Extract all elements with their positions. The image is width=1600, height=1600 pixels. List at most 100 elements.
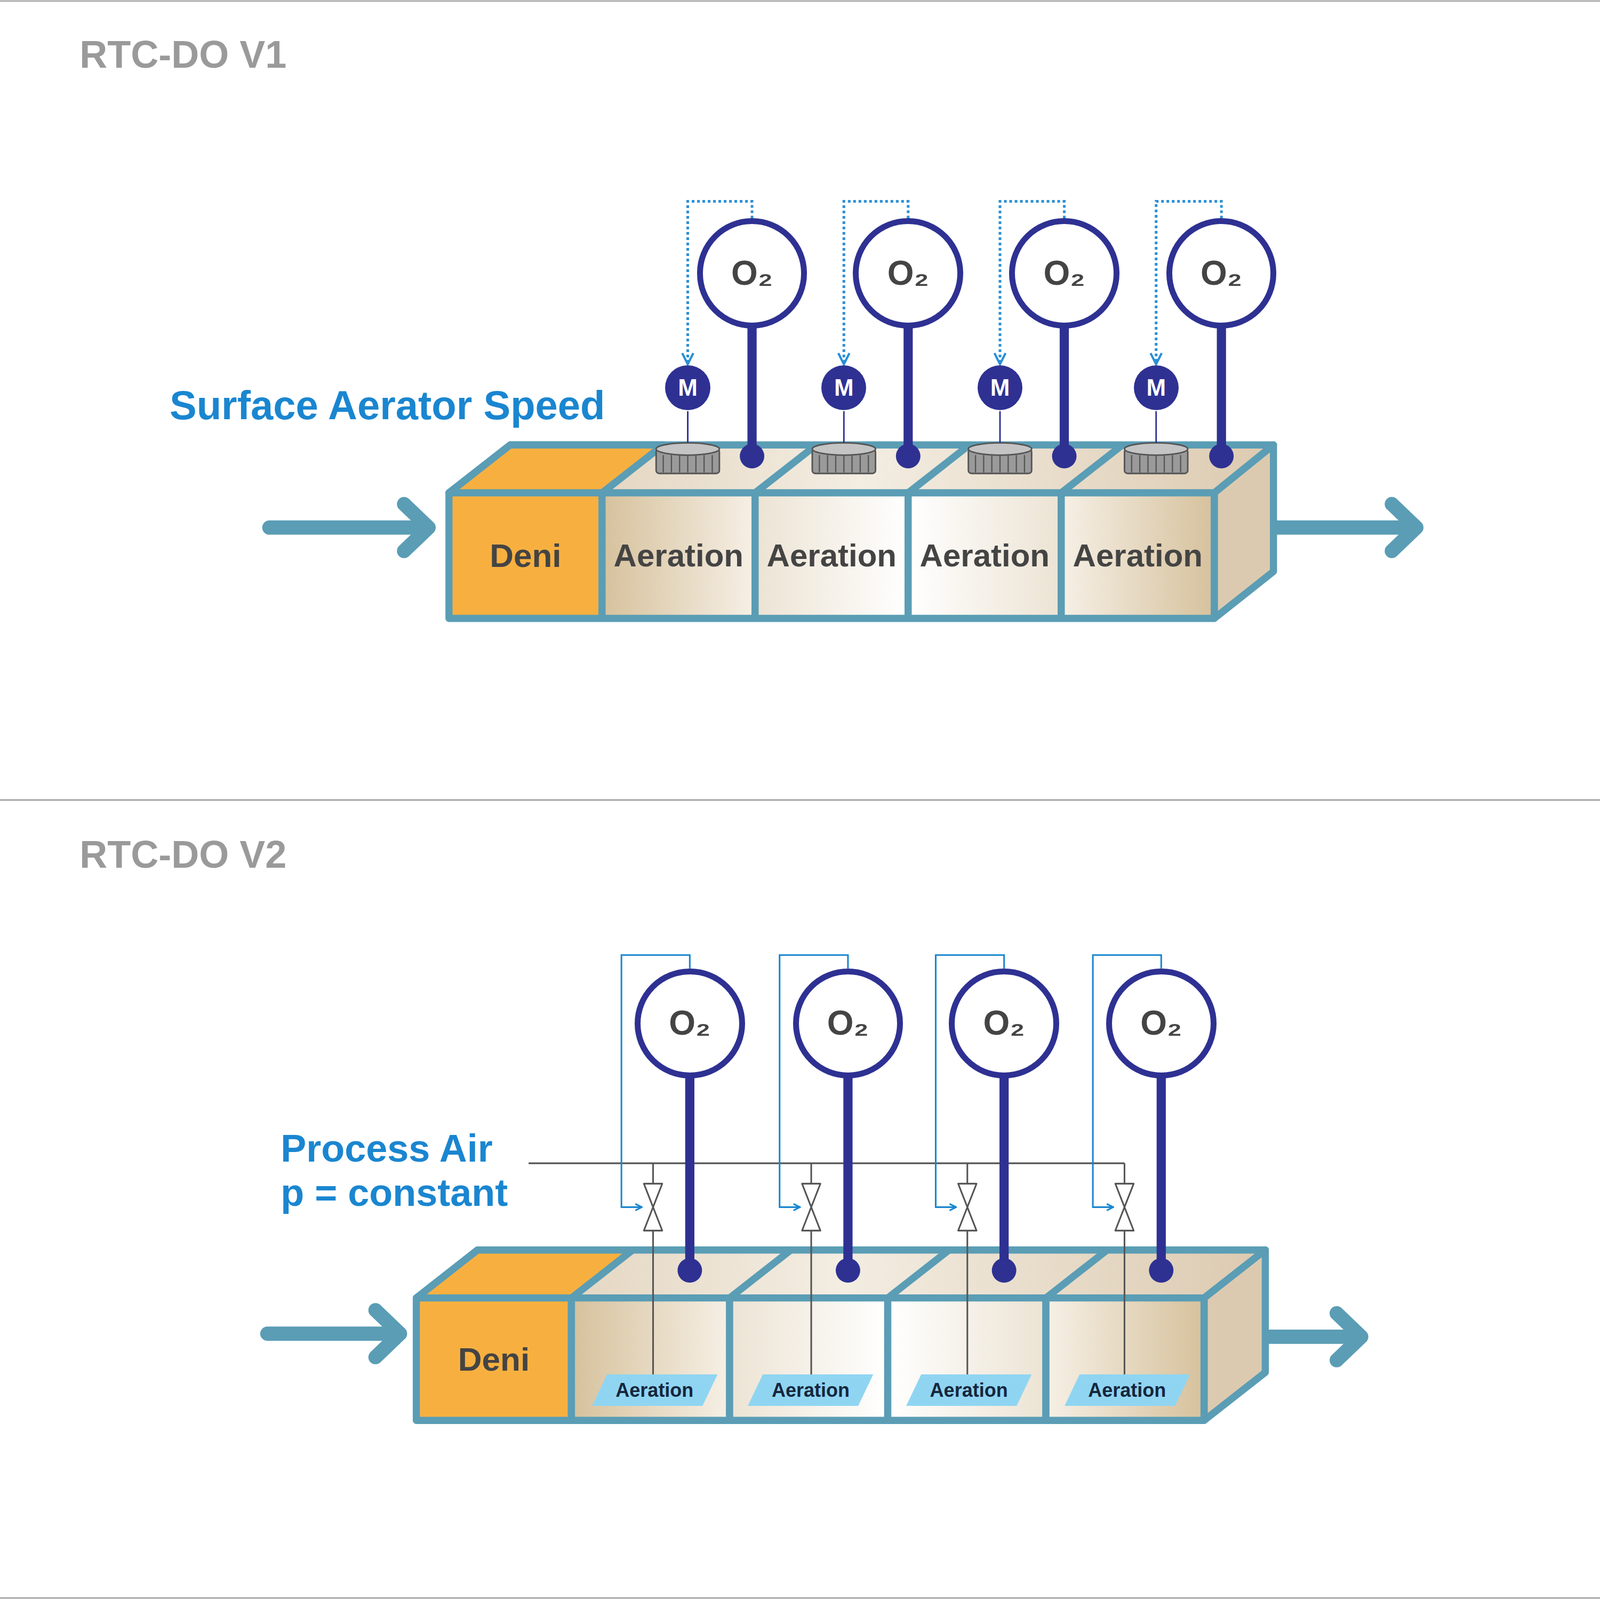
diffuser-shape bbox=[747, 1374, 874, 1406]
diffuser-fill bbox=[747, 1374, 874, 1406]
tank bbox=[416, 1250, 1266, 1421]
node-text: O₂ bbox=[827, 1003, 869, 1044]
divider-line bbox=[0, 799, 1600, 801]
oxygen-sensor: O₂ bbox=[697, 218, 808, 329]
aerator-top bbox=[968, 442, 1032, 455]
zone-face bbox=[908, 492, 1062, 619]
knurl-stroke bbox=[1163, 454, 1165, 473]
motor-shaft bbox=[843, 411, 845, 443]
tank-top-deni bbox=[416, 1250, 634, 1299]
zone-face bbox=[729, 1298, 888, 1421]
frame-line bbox=[0, 1597, 1600, 1599]
tank-divider bbox=[755, 444, 817, 493]
air-pipe bbox=[652, 1163, 654, 1184]
knurl-stroke bbox=[670, 454, 672, 473]
air-supply-label: Process Air p = constant bbox=[280, 1126, 521, 1215]
oxygen-sensor: O₂ bbox=[793, 968, 904, 1079]
knurl-stroke bbox=[851, 454, 853, 473]
aerator-top bbox=[812, 442, 876, 455]
deni-zone-face bbox=[416, 1298, 572, 1421]
inflow-arrow bbox=[269, 520, 427, 535]
motor-shaft bbox=[1155, 411, 1157, 443]
oxygen-sensor: O₂ bbox=[1166, 218, 1277, 329]
knurl-stroke bbox=[1131, 454, 1133, 473]
diffuser-shape bbox=[1064, 1374, 1190, 1406]
denitrification-zone: Deni bbox=[449, 492, 603, 619]
node-text: Aeration bbox=[615, 1379, 694, 1402]
panel-title: RTC-DO V1 bbox=[79, 32, 509, 77]
zone-face bbox=[571, 1298, 730, 1421]
diffuser-grid: Aeration bbox=[592, 1374, 718, 1406]
knurl-stroke bbox=[686, 454, 688, 473]
node-text: Aeration bbox=[1088, 1379, 1166, 1402]
knurl-stroke bbox=[1007, 454, 1009, 473]
node-text: O₂ bbox=[668, 1003, 711, 1044]
sensor-stem bbox=[843, 1076, 853, 1271]
air-pipe bbox=[810, 1230, 813, 1375]
motor-symbol: M bbox=[1133, 365, 1179, 411]
motor-shafts bbox=[688, 411, 1157, 443]
frame-line bbox=[0, 0, 1600, 2]
sensor-stems bbox=[739, 326, 1234, 469]
aeration-zone: Aeration bbox=[908, 492, 1062, 619]
motor-shaft bbox=[686, 411, 689, 443]
zone-face bbox=[1061, 492, 1215, 619]
motor-symbol: M bbox=[821, 365, 867, 411]
control-signal bbox=[779, 955, 848, 1208]
sensor-stem bbox=[1156, 1076, 1166, 1271]
surface-aerator bbox=[968, 442, 1032, 474]
control-signals bbox=[621, 955, 1162, 1208]
deni-zone-face bbox=[449, 492, 603, 619]
control-valve bbox=[643, 1183, 662, 1231]
surface-aerator bbox=[1124, 442, 1188, 474]
node-text: Aeration bbox=[771, 1379, 850, 1402]
knurl-stroke bbox=[1171, 454, 1173, 473]
air-pipe bbox=[1123, 1163, 1126, 1184]
sensor-stem bbox=[1217, 326, 1227, 456]
node-text: O₂ bbox=[887, 253, 930, 294]
diffuser-grid: Aeration bbox=[906, 1374, 1032, 1406]
panel-title: RTC-DO V2 bbox=[79, 832, 509, 877]
tank-side bbox=[1204, 1250, 1266, 1421]
node-text: O₂ bbox=[731, 253, 773, 294]
knurl-stroke bbox=[999, 454, 1001, 473]
knurl-stroke bbox=[1139, 454, 1141, 473]
denitrification-zone: Deni bbox=[416, 1298, 572, 1421]
knurl-stroke bbox=[1015, 454, 1017, 473]
air-header-pipe bbox=[528, 1162, 1125, 1165]
node-text: Aeration bbox=[613, 537, 744, 574]
sensor-stem bbox=[999, 1076, 1009, 1271]
oxygen-sensor: O₂ bbox=[852, 218, 964, 329]
knurl-stroke bbox=[974, 454, 976, 473]
air-pipe bbox=[966, 1230, 968, 1375]
oxygen-sensor: O₂ bbox=[634, 968, 746, 1079]
node-text: M bbox=[990, 374, 1011, 402]
node-text: Aeration bbox=[930, 1379, 1008, 1402]
knurl-stroke bbox=[711, 454, 713, 473]
node-text: Aeration bbox=[766, 537, 897, 574]
motor-shaft bbox=[999, 411, 1002, 443]
node-text: Deni bbox=[458, 1340, 530, 1379]
diffuser-fill bbox=[906, 1374, 1032, 1406]
control-signal bbox=[621, 955, 690, 1208]
knurl-stroke bbox=[1179, 454, 1181, 473]
control-signal bbox=[843, 201, 909, 365]
air-pipes bbox=[528, 1163, 1125, 1375]
outflow-arrow-head bbox=[1392, 504, 1417, 551]
inflow-arrow-head bbox=[375, 1310, 400, 1358]
knurl-stroke bbox=[859, 454, 861, 473]
tank-top-deni bbox=[449, 444, 664, 493]
knurl-stroke bbox=[1024, 454, 1026, 473]
outflow-arrow bbox=[1254, 520, 1413, 535]
node-text: Aeration bbox=[920, 537, 1050, 574]
knurl-stroke bbox=[843, 454, 845, 473]
sensor-probe bbox=[677, 1258, 702, 1283]
surface-aerator bbox=[812, 442, 876, 474]
zone-face bbox=[755, 492, 909, 619]
sensor-probe bbox=[992, 1258, 1017, 1283]
tank-divider bbox=[1045, 1250, 1108, 1299]
sensor-stem bbox=[903, 326, 913, 456]
